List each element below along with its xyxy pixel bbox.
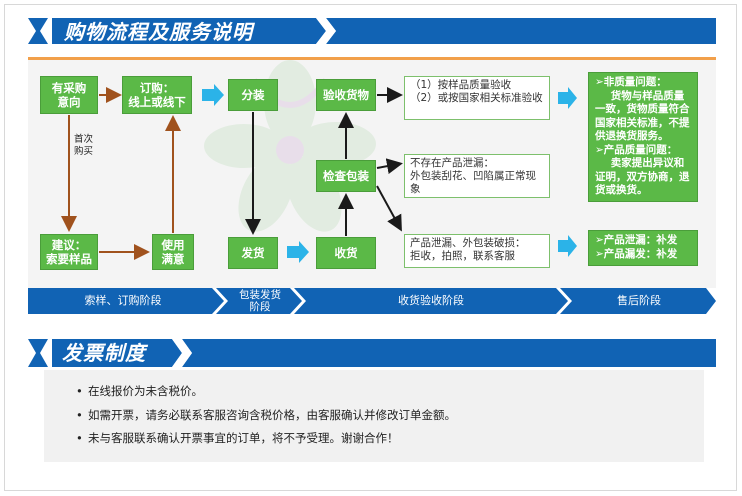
package-note-text: 不存在产品泄漏： 外包装刮花、凹陷属正常现象 — [410, 157, 536, 195]
aftersale-nonquality-body: 货物与样品质量一致，货物质量符合国家相关标准，不提供退换货服务。 — [595, 89, 690, 143]
flow-section-header: 购物流程及服务说明 — [28, 18, 316, 46]
first-purchase-label: 首次 购买 — [74, 134, 93, 158]
step-satisfied-label: 使用 满意 — [161, 238, 185, 266]
step-check-package-label: 检查包装 — [323, 169, 369, 183]
banner2-notch — [172, 339, 192, 367]
step-has-need-label: 有采购 意向 — [51, 81, 87, 109]
step-satisfied: 使用 满意 — [152, 234, 194, 270]
banner-notch — [316, 18, 336, 44]
step-ship: 发货 — [228, 237, 278, 269]
arrow-to-aftersale1-icon — [558, 87, 577, 109]
aftersale-short: ➢产品漏发：补发 — [595, 247, 678, 260]
invoice-item: 在线报价为未含税价。 — [76, 380, 704, 404]
invoice-item: 未与客服联系确认开票事宜的订单，将不予受理。谢谢合作！ — [76, 427, 704, 451]
step-receive-label: 收货 — [334, 246, 358, 260]
stage-1-bg — [28, 288, 224, 314]
stage-2-bg — [216, 288, 302, 314]
arrow-check-to-receive-note — [376, 185, 402, 232]
banner-left-chevron-icon — [28, 18, 48, 44]
inspect-note-line1: （1）按样品质量验收 — [410, 79, 512, 91]
package-note: 不存在产品泄漏： 外包装刮花、凹陷属正常现象 — [404, 154, 550, 198]
banner-right-bar — [326, 18, 716, 44]
step-inspect-goods-label: 验收货物 — [323, 88, 369, 102]
step-check-package: 检查包装 — [316, 160, 376, 192]
stage-3-label: 收货验收阶段 — [398, 294, 464, 307]
invoice-panel: 在线报价为未含税价。 如需开票，请务必联系客服咨询含税价格，由客服确认并修改订单… — [44, 370, 704, 462]
receive-note-text: 产品泄漏、外包装破损： 拒收，拍照，联系客服 — [410, 237, 526, 262]
aftersale-nonquality-head: ➢非质量问题： — [595, 76, 667, 88]
step-order: 订购： 线上或线下 — [122, 76, 192, 114]
stage-4-bg — [560, 288, 716, 314]
stage-2-label: 包装发货 阶段 — [239, 289, 281, 313]
invoice-section-header: 发票制度 — [28, 339, 178, 367]
arrow-ship-to-receive-icon — [287, 241, 309, 263]
step-sample: 建议： 索要样品 — [40, 234, 98, 270]
arrow-order-to-split-icon — [202, 84, 224, 106]
step-split-label: 分装 — [241, 88, 265, 102]
invoice-list: 在线报价为未含税价。 如需开票，请务必联系客服咨询含税价格，由客服确认并修改订单… — [44, 370, 704, 451]
flow-section-title: 购物流程及服务说明 — [64, 20, 253, 44]
stage-1-label: 索样、订购阶段 — [84, 294, 162, 307]
first-purchase-text: 首次 购买 — [74, 134, 94, 157]
aftersale-quality-box: ➢非质量问题： 货物与样品质量一致，货物质量符合国家相关标准，不提供退换货服务。… — [588, 72, 698, 202]
aftersale-leak: ➢产品泄漏：补发 — [595, 234, 678, 246]
banner2-title-bg — [52, 339, 182, 367]
receive-note: 产品泄漏、外包装破损： 拒收，拍照，联系客服 — [404, 234, 550, 268]
orange-divider — [28, 57, 716, 60]
inspect-note: （1）按样品质量验收 （2）或按国家相关标准验收 — [404, 76, 550, 120]
arrow-to-aftersale2-icon — [558, 235, 577, 257]
step-ship-label: 发货 — [241, 246, 265, 260]
step-receive: 收货 — [316, 237, 376, 269]
aftersale-quality-head: ➢产品质量问题： — [595, 143, 678, 156]
step-order-label: 订购： 线上或线下 — [128, 81, 186, 109]
invoice-section-title: 发票制度 — [62, 341, 146, 365]
inspect-note-line2: （2）或按国家相关标准验收 — [410, 92, 543, 104]
step-inspect-goods: 验收货物 — [316, 79, 376, 111]
aftersale-leak-box: ➢产品泄漏：补发 ➢产品漏发：补发 — [588, 230, 698, 266]
step-split: 分装 — [228, 79, 278, 111]
banner2-right-bar — [182, 339, 716, 367]
stage-3-bg — [294, 288, 568, 314]
banner-title-bg — [52, 18, 326, 44]
step-has-need: 有采购 意向 — [40, 76, 98, 114]
arrow-check-to-note — [376, 158, 403, 175]
step-sample-label: 建议： 索要样品 — [46, 238, 92, 266]
stage-4-label: 售后阶段 — [617, 294, 661, 307]
banner2-left-chevron-icon — [28, 339, 48, 367]
aftersale-quality-body: 卖家提出异议和证明，双方协商，退货或换货。 — [595, 157, 690, 196]
invoice-item: 如需开票，请务必联系客服咨询含税价格，由客服确认并修改订单金额。 — [76, 404, 704, 428]
